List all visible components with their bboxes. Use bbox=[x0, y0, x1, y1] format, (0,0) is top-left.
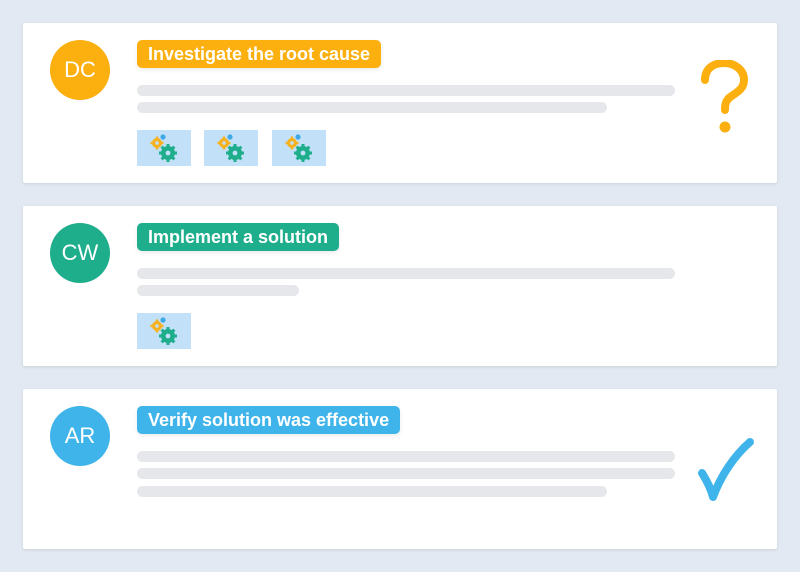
gears-image-icon[interactable] bbox=[137, 130, 191, 166]
avatar: DC bbox=[50, 40, 110, 100]
task-title-tag: Implement a solution bbox=[137, 223, 340, 251]
question-mark-icon bbox=[697, 59, 751, 141]
placeholder-text-line bbox=[137, 268, 675, 279]
task-card-2: CW Implement a solution bbox=[23, 206, 777, 366]
placeholder-text-line bbox=[137, 486, 607, 497]
task-card-3: AR Verify solution was effective bbox=[23, 389, 777, 549]
avatar: AR bbox=[50, 406, 110, 466]
task-card-1: DC Investigate the root cause bbox=[23, 23, 777, 183]
avatar: CW bbox=[50, 223, 110, 283]
placeholder-text-line bbox=[137, 85, 675, 96]
placeholder-text-line bbox=[137, 285, 299, 296]
task-title-tag: Investigate the root cause bbox=[137, 40, 382, 68]
placeholder-text-line bbox=[137, 451, 675, 462]
gears-image-icon[interactable] bbox=[272, 130, 326, 166]
placeholder-text-line bbox=[137, 102, 607, 113]
gears-image-icon[interactable] bbox=[204, 130, 258, 166]
task-title-tag: Verify solution was effective bbox=[137, 406, 401, 434]
gears-image-icon[interactable] bbox=[137, 313, 191, 349]
placeholder-text-line bbox=[137, 468, 675, 479]
checkmark-icon bbox=[695, 435, 757, 510]
